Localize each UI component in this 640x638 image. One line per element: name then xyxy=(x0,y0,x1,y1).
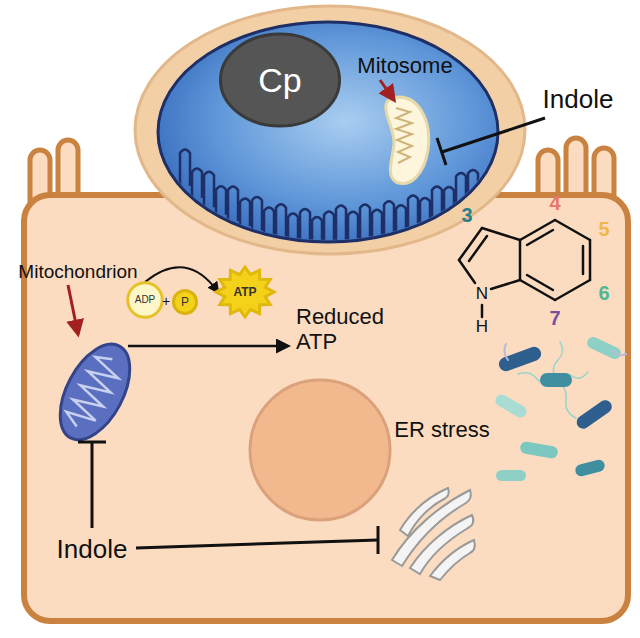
atp-star: ATP xyxy=(216,267,274,317)
effect-label: Reduced ATP xyxy=(296,304,396,355)
atom-number: 4 xyxy=(549,192,560,215)
effect-label: ER stress xyxy=(394,417,489,442)
node-text: ADP xyxy=(135,295,156,305)
pointer-arrow xyxy=(380,80,394,100)
node-outline xyxy=(216,267,274,317)
endoplasmic-reticulum xyxy=(392,488,475,580)
compound-label: Indole xyxy=(57,535,128,565)
organelle-label: Mitochondrion xyxy=(18,261,137,283)
phosphate-circle: P xyxy=(173,290,197,314)
parasite-body xyxy=(158,22,498,242)
mitosome xyxy=(386,97,429,183)
indole-structure xyxy=(459,220,590,317)
node-text: Cp xyxy=(258,63,301,97)
node-outline xyxy=(173,290,196,313)
organelle-label: Mitosome xyxy=(357,53,452,78)
cp-parasite: Cp xyxy=(218,32,342,128)
node-outline xyxy=(128,283,163,318)
nucleus xyxy=(250,380,390,520)
atom-number: 3 xyxy=(461,204,472,227)
bacteria xyxy=(493,335,626,481)
mitochondrion xyxy=(46,333,144,451)
node-outline xyxy=(220,34,339,126)
node-text: P xyxy=(181,296,189,308)
compound-label: Indole xyxy=(543,85,614,115)
parasite-outer xyxy=(135,6,525,254)
membrane-fold xyxy=(180,150,478,242)
node-text: ATP xyxy=(233,286,256,298)
atom-number: 6 xyxy=(598,282,609,305)
atom-symbol: N xyxy=(476,284,488,304)
plus-sign: + xyxy=(162,293,170,309)
atom-number: 7 xyxy=(549,307,560,330)
feeder-folds xyxy=(180,150,478,242)
pointer-arrow xyxy=(68,285,78,334)
atom-symbol: H xyxy=(476,317,488,337)
atom-number: 5 xyxy=(598,218,609,241)
adp-circle: ADP xyxy=(127,282,163,318)
flow-arrow xyxy=(128,345,288,348)
host-cell xyxy=(24,195,628,621)
inhibition-line xyxy=(437,118,545,165)
